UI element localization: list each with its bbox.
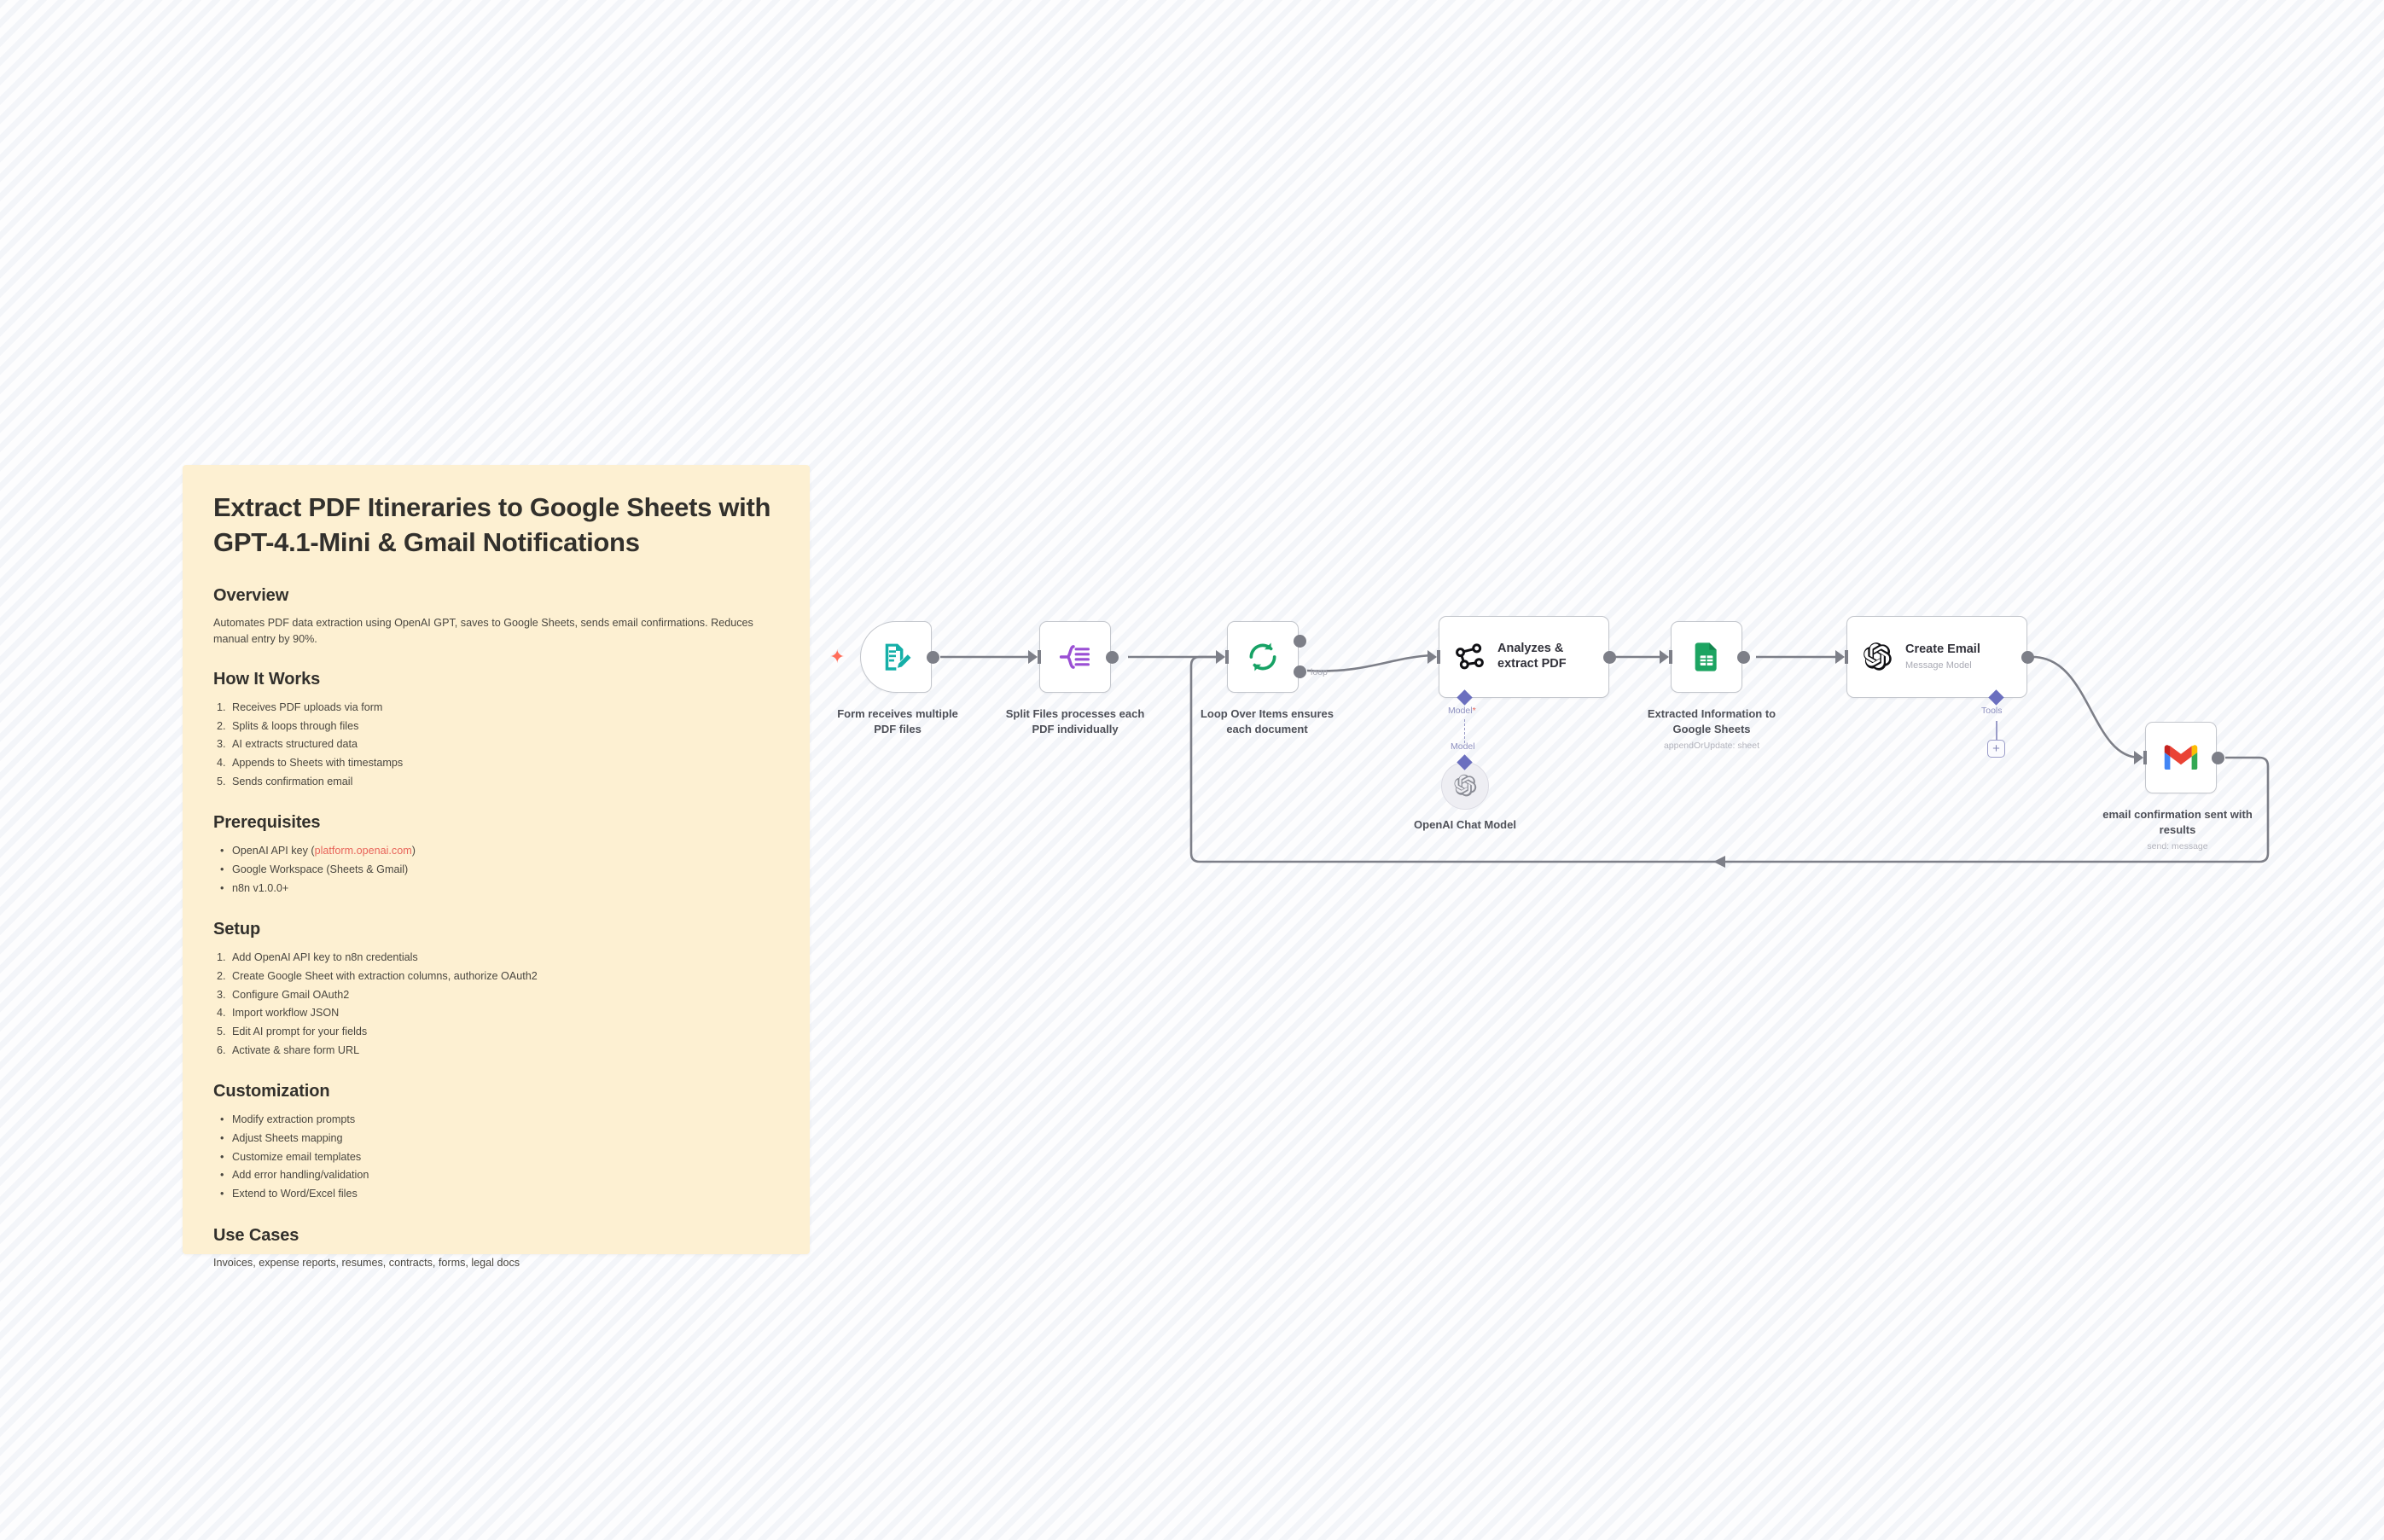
list-item: Appends to Sheets with timestamps [217,754,404,772]
list-item: Create Google Sheet with extraction colu… [217,968,538,985]
output-port-split-files[interactable] [1106,651,1119,664]
add-tool-button[interactable]: + [1987,740,2005,758]
prereq-openai-suffix: ) [411,845,416,857]
caption-google-sheets-text: Extracted Information to Google Sheets [1647,707,1776,735]
list-item: Google Workspace (Sheets & Gmail) [213,861,779,880]
openai-icon [1452,773,1478,799]
list-item: Configure Gmail OAuth2 [217,986,350,1004]
input-port-gmail[interactable] [2134,751,2147,764]
input-port-google-sheets[interactable] [1660,650,1672,664]
node-create-email[interactable]: Create Email Message Model [1846,616,2027,698]
list-item: Extend to Word/Excel files [213,1185,779,1204]
list-item: Add error handling/validation [213,1166,779,1185]
prereq-openai-prefix: OpenAI API key ( [232,845,315,857]
output-port-create-email[interactable] [2021,651,2034,664]
sticky-note-title: Extract PDF Itineraries to Google Sheets… [213,492,771,557]
ai-connector-label-model: Model [1451,741,1475,752]
list-item: Splits & loops through files [217,718,359,735]
form-edit-icon [878,639,914,675]
section-heading-customization: Customization [213,1082,330,1101]
list-item: Add OpenAI API key to n8n credentials [217,949,418,967]
tools-connector-label: Tools [1981,706,2003,716]
section-text-overview: Automates PDF data extraction using Open… [213,616,753,645]
list-customization: Modify extraction prompts Adjust Sheets … [213,1111,779,1203]
output-port-form-trigger[interactable] [927,651,939,664]
ai-connector-label-model-required: Model* [1448,706,1476,716]
loop-refresh-icon [1245,639,1281,675]
caption-split-files: Split Files processes each PDF individua… [1005,707,1145,735]
lightning-bolt-icon: ✦ [829,646,846,667]
list-item: Customize email templates [213,1148,779,1167]
openai-icon [1861,641,1893,673]
caption-gmail-text: email confirmation sent with results [2102,808,2253,836]
list-how-it-works: Receives PDF uploads via form Splits & l… [213,699,779,791]
openai-platform-link[interactable]: platform.openai.com [314,845,412,857]
return-path-arrow-icon [1713,856,1725,868]
list-item: AI extracts structured data [217,735,358,753]
node-title-analyze: Analyzes & extract PDF [1497,642,1567,671]
output-port-google-sheets[interactable] [1737,651,1750,664]
caption-openai-chat-model: OpenAI Chat Model [1414,818,1516,831]
section-heading-overview: Overview [213,585,289,605]
output-label-loop: loop [1311,667,1328,677]
caption-gmail-sub: send: message [2147,841,2208,852]
caption-form-trigger: Form receives multiple PDF files [837,707,958,735]
input-port-analyze-extract-pdf[interactable] [1427,650,1440,664]
node-loop-over-items[interactable] [1227,621,1299,693]
output-port-gmail[interactable] [2212,752,2224,764]
ai-connector-dashed-line [1464,719,1466,743]
section-text-use-cases: Invoices, expense reports, resumes, cont… [213,1256,520,1269]
node-form-trigger[interactable] [860,621,932,693]
gmail-icon [2163,744,2199,771]
list-item: Modify extraction prompts [213,1111,779,1130]
caption-gmail-send: email confirmation sent with results sen… [2092,807,2263,852]
node-split-files[interactable] [1039,621,1111,693]
list-item: Sends confirmation email [217,773,353,791]
list-setup: Add OpenAI API key to n8n credentials Cr… [213,949,779,1060]
list-item: Adjust Sheets mapping [213,1130,779,1148]
caption-google-sheets: Extracted Information to Google Sheets a… [1635,706,1788,752]
list-item: Import workflow JSON [217,1004,340,1022]
list-item: Receives PDF uploads via form [217,699,383,717]
list-item: Activate & share form URL [217,1042,360,1060]
output-port-loop-loop[interactable] [1294,665,1306,678]
edge-email-to-gmail [2032,655,2141,759]
list-item: n8n v1.0.0+ [213,880,779,898]
google-sheets-icon [1689,640,1724,674]
node-text-create-email: Create Email Message Model [1905,642,1980,672]
node-subtitle-create-email: Message Model [1905,660,1972,671]
caption-google-sheets-sub: appendOrUpdate: sheet [1663,741,1760,752]
input-port-split-files[interactable] [1028,650,1041,664]
section-heading-use-cases: Use Cases [213,1225,299,1245]
node-gmail-send[interactable] [2145,722,2217,793]
split-out-icon [1058,640,1092,674]
list-prerequisites: OpenAI API key (platform.openai.com) Goo… [213,842,779,898]
output-port-loop-done[interactable] [1294,635,1306,648]
section-heading-prerequisites: Prerequisites [213,813,321,833]
input-port-loop-over-items[interactable] [1216,650,1229,664]
output-port-analyze-extract-pdf[interactable] [1603,651,1616,664]
section-heading-how-it-works: How It Works [213,670,321,689]
node-title-create-email: Create Email [1905,642,1980,656]
node-analyze-extract-pdf[interactable]: Analyzes & extract PDF [1439,616,1609,698]
list-item: OpenAI API key (platform.openai.com) [213,842,779,861]
sticky-note[interactable]: Extract PDF Itineraries to Google Sheets… [183,465,810,1269]
section-heading-setup: Setup [213,920,261,939]
ai-agent-icon [1453,641,1486,673]
node-text-analyze: Analyzes & extract PDF [1497,642,1600,672]
list-item: Edit AI prompt for your fields [217,1023,368,1041]
input-port-create-email[interactable] [1835,650,1848,664]
node-google-sheets[interactable] [1671,621,1742,693]
caption-loop-over-items: Loop Over Items ensures each document [1200,707,1334,735]
